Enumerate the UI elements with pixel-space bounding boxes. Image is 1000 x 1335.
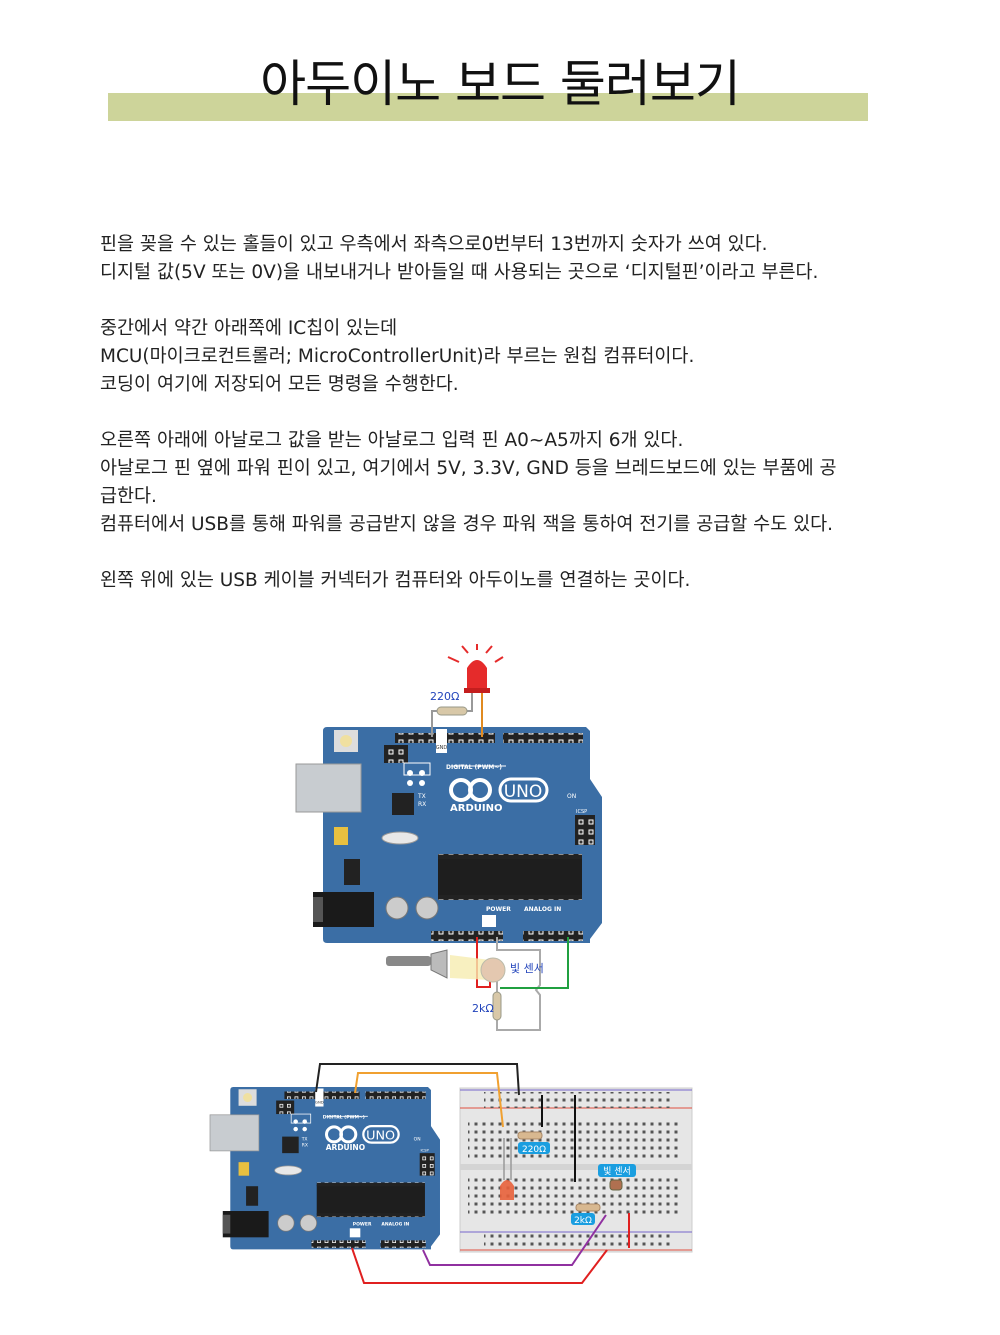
- resistor-220-label: 220Ω: [430, 690, 459, 703]
- wire-a4: [500, 937, 569, 989]
- paragraph-usb: 왼쪽 위에 있는 USB 케이블 커넥터가 컴퓨터와 아두이노를 연결하는 곳이…: [100, 567, 900, 595]
- resistor-220-badge: [518, 1142, 550, 1154]
- power-header: [311, 1240, 366, 1248]
- text-line: 컴퓨터에서 USB를 통해 파워를 공급받지 않을 경우 파워 잭을 통하여 전…: [100, 514, 834, 535]
- analog-header: [523, 931, 583, 941]
- power-jack: [222, 1211, 269, 1238]
- l-led-label: L: [423, 770, 427, 777]
- arduino-uno-board-slot: GND DIGITAL (PWM~) UNO ARDUINO TX RX L O…: [209, 1087, 440, 1250]
- text-line: 핀을 꽂을 수 있는 홀들이 있고 우측에서 좌측으로0번부터 13번까지 숫자…: [100, 234, 768, 255]
- figure-2-breadboard-circuit: GND DIGITAL (PWM~) UNO ARDUINO TX RX L O…: [209, 1063, 693, 1284]
- digital-label: DIGITAL (PWM~): [323, 1115, 365, 1121]
- text-line: 코딩이 여기에 저장되어 모든 명령을 수행한다.: [100, 374, 459, 395]
- flashlight-icon: [386, 949, 490, 980]
- mcu-chip: [438, 857, 582, 897]
- red-led-icon: [500, 1180, 514, 1200]
- resistor-2k-icon: [575, 1203, 601, 1212]
- title-underline-bar: [108, 93, 868, 121]
- power-jack: [313, 892, 374, 927]
- body-text: 핀을 꽂을 수 있는 홀들이 있고 우측에서 좌측으로0번부터 13번까지 숫자…: [100, 231, 900, 623]
- led-cathode-wire: [466, 693, 473, 712]
- wire-gnd-black: [315, 1063, 520, 1096]
- arduino-brand-text: ARDUINO: [326, 1143, 365, 1152]
- light-sensor-label: 빛 센서: [603, 1166, 631, 1177]
- figure-1-led-light-sensor: GND DIGITAL (PWM~) UNO ARDUINO TX RX L O…: [295, 644, 602, 1031]
- tx-label: TX: [301, 1136, 308, 1142]
- light-sensor-icon: [480, 957, 506, 983]
- text-line: 아날로그 핀 옆에 파워 핀이 있고, 여기에서 5V, 3.3V, GND 등…: [100, 458, 837, 479]
- gnd-top-label: GND: [315, 1101, 324, 1105]
- l-led-label: L: [305, 1119, 308, 1125]
- text-line: 중간에서 약간 아래쪽에 IC칩이 있는데: [100, 318, 398, 339]
- light-sensor-icon: [609, 1179, 623, 1191]
- uno-logo-text: UNO: [504, 782, 543, 802]
- resistor-220-label: 220Ω: [522, 1145, 546, 1155]
- mcu-chip: [316, 1184, 425, 1215]
- usb-connector: [295, 763, 362, 813]
- wire-a4-purple: [422, 1214, 607, 1266]
- on-label: ON: [414, 1136, 421, 1142]
- rx-label: RX: [302, 1142, 308, 1148]
- text-line: MCU(마이크로컨트롤러; MicroControllerUnit)라 부르는 …: [100, 346, 695, 367]
- icsp-label: ICSP: [420, 1149, 429, 1153]
- analog-in-label: ANALOG IN: [524, 906, 561, 913]
- power-header: [431, 931, 503, 941]
- power-label: POWER: [486, 906, 511, 913]
- analog-header: [380, 1240, 426, 1248]
- digital-header: [365, 1091, 426, 1100]
- red-led-icon: [447, 644, 504, 693]
- resistor-2k-label: 2kΩ: [574, 1216, 592, 1226]
- text-line: 급한다.: [100, 486, 157, 507]
- resistor-2k-label: 2kΩ: [472, 1002, 494, 1015]
- resistor-2k-icon: [492, 991, 502, 1021]
- usb-connector: [209, 1114, 260, 1152]
- digital-header: [503, 733, 583, 743]
- gnd-top-label: GND: [436, 745, 448, 751]
- icsp-label: ICSP: [576, 809, 587, 815]
- wire-pin9-orange: [354, 1072, 504, 1128]
- resistor-220-icon: [517, 1131, 543, 1140]
- text-line: 디지털 값(5V 또는 0V)을 내보내거나 받아들일 때 사용되는 곳으로 ‘…: [100, 262, 819, 283]
- power-label: POWER: [353, 1221, 372, 1227]
- on-label: ON: [567, 793, 576, 800]
- wire-gnd: [496, 937, 541, 1031]
- light-sensor-label: 빛 센서: [510, 962, 544, 975]
- digital-label: DIGITAL (PWM~): [446, 764, 502, 771]
- tx-label: TX: [417, 793, 426, 800]
- resistor-2k-badge: [571, 1213, 595, 1225]
- text-line: 오른쪽 아래에 아날로그 값을 받는 아날로그 입력 핀 A0~A5까지 6개 …: [100, 430, 684, 451]
- arduino-uno-board: GND DIGITAL (PWM~) UNO ARDUINO TX RX L O…: [209, 1087, 440, 1250]
- analog-in-label: ANALOG IN: [381, 1221, 409, 1227]
- arduino-brand-text: ARDUINO: [450, 803, 502, 814]
- rx-label: RX: [418, 801, 426, 808]
- arduino-uno-board: GND DIGITAL (PWM~) UNO ARDUINO TX RX L O…: [295, 727, 602, 943]
- page-title: 아두이노 보드 둘러보기: [260, 55, 741, 113]
- light-sensor-badge: [598, 1164, 636, 1177]
- paragraph-mcu: 중간에서 약간 아래쪽에 IC칩이 있는데 MCU(마이크로컨트롤러; Micr…: [100, 315, 900, 399]
- paragraph-digital-pins: 핀을 꽂을 수 있는 홀들이 있고 우측에서 좌측으로0번부터 13번까지 숫자…: [100, 231, 900, 287]
- text-line: 왼쪽 위에 있는 USB 케이블 커넥터가 컴퓨터와 아두이노를 연결하는 곳이…: [100, 570, 691, 591]
- wire-5v-red: [351, 1247, 608, 1284]
- resistor-220-icon: [436, 706, 468, 716]
- uno-logo-text: UNO: [366, 1129, 395, 1144]
- resistor-gnd-wire: [431, 710, 437, 737]
- paragraph-analog-power: 오른쪽 아래에 아날로그 값을 받는 아날로그 입력 핀 A0~A5까지 6개 …: [100, 427, 900, 539]
